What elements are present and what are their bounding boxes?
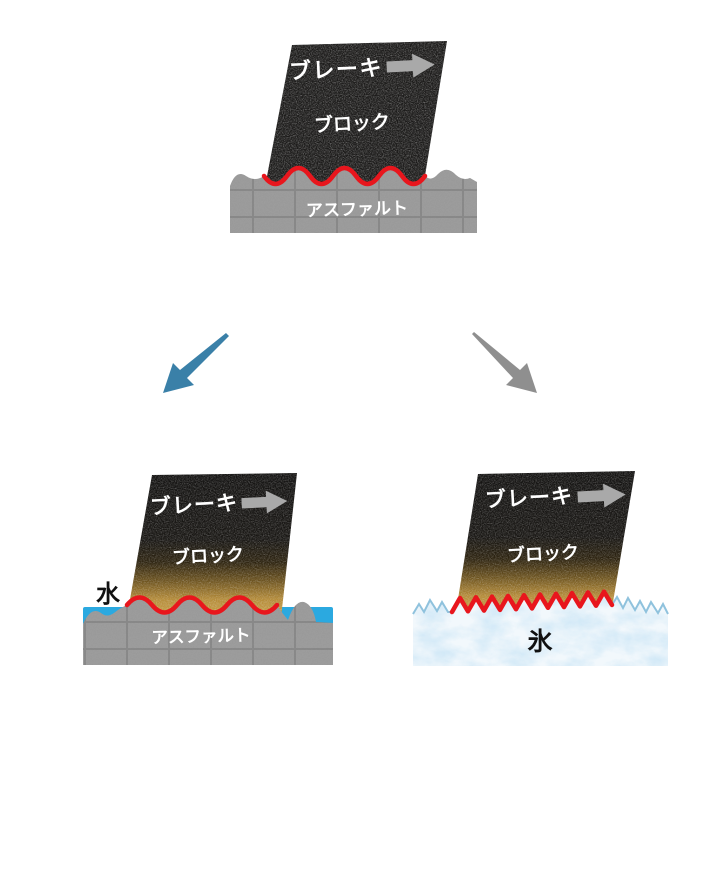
bottom-left-diagram: ブレーキ ブロック 水 アスファルト: [83, 473, 333, 665]
water-label: 水: [96, 581, 121, 608]
brake-direction-arrow-icon: [577, 483, 626, 508]
top-diagram: ブレーキ ブロック アスファルト: [230, 41, 477, 233]
branch-arrow-left-icon: [163, 333, 229, 393]
asphalt-label: アスファルト: [306, 199, 408, 221]
asphalt-label: アスファルト: [151, 627, 250, 648]
block-label: ブロック: [171, 543, 244, 568]
ice-label: 氷: [527, 628, 553, 656]
contact-line-wave: [261, 165, 428, 187]
brake-label: ブレーキ: [288, 55, 383, 84]
brake-label: ブレーキ: [149, 491, 238, 520]
block-label: ブロック: [313, 110, 390, 137]
branch-arrow-right-icon: [472, 332, 537, 393]
contact-line-wave: [124, 595, 280, 615]
bottom-right-diagram: ブレーキ ブロック 氷: [412, 471, 669, 666]
brake-direction-arrow-icon: [241, 490, 288, 514]
contact-line-zigzag: [449, 589, 615, 615]
brake-label: ブレーキ: [484, 484, 573, 513]
brake-direction-arrow-icon: [386, 53, 435, 78]
block-label: ブロック: [506, 541, 579, 566]
